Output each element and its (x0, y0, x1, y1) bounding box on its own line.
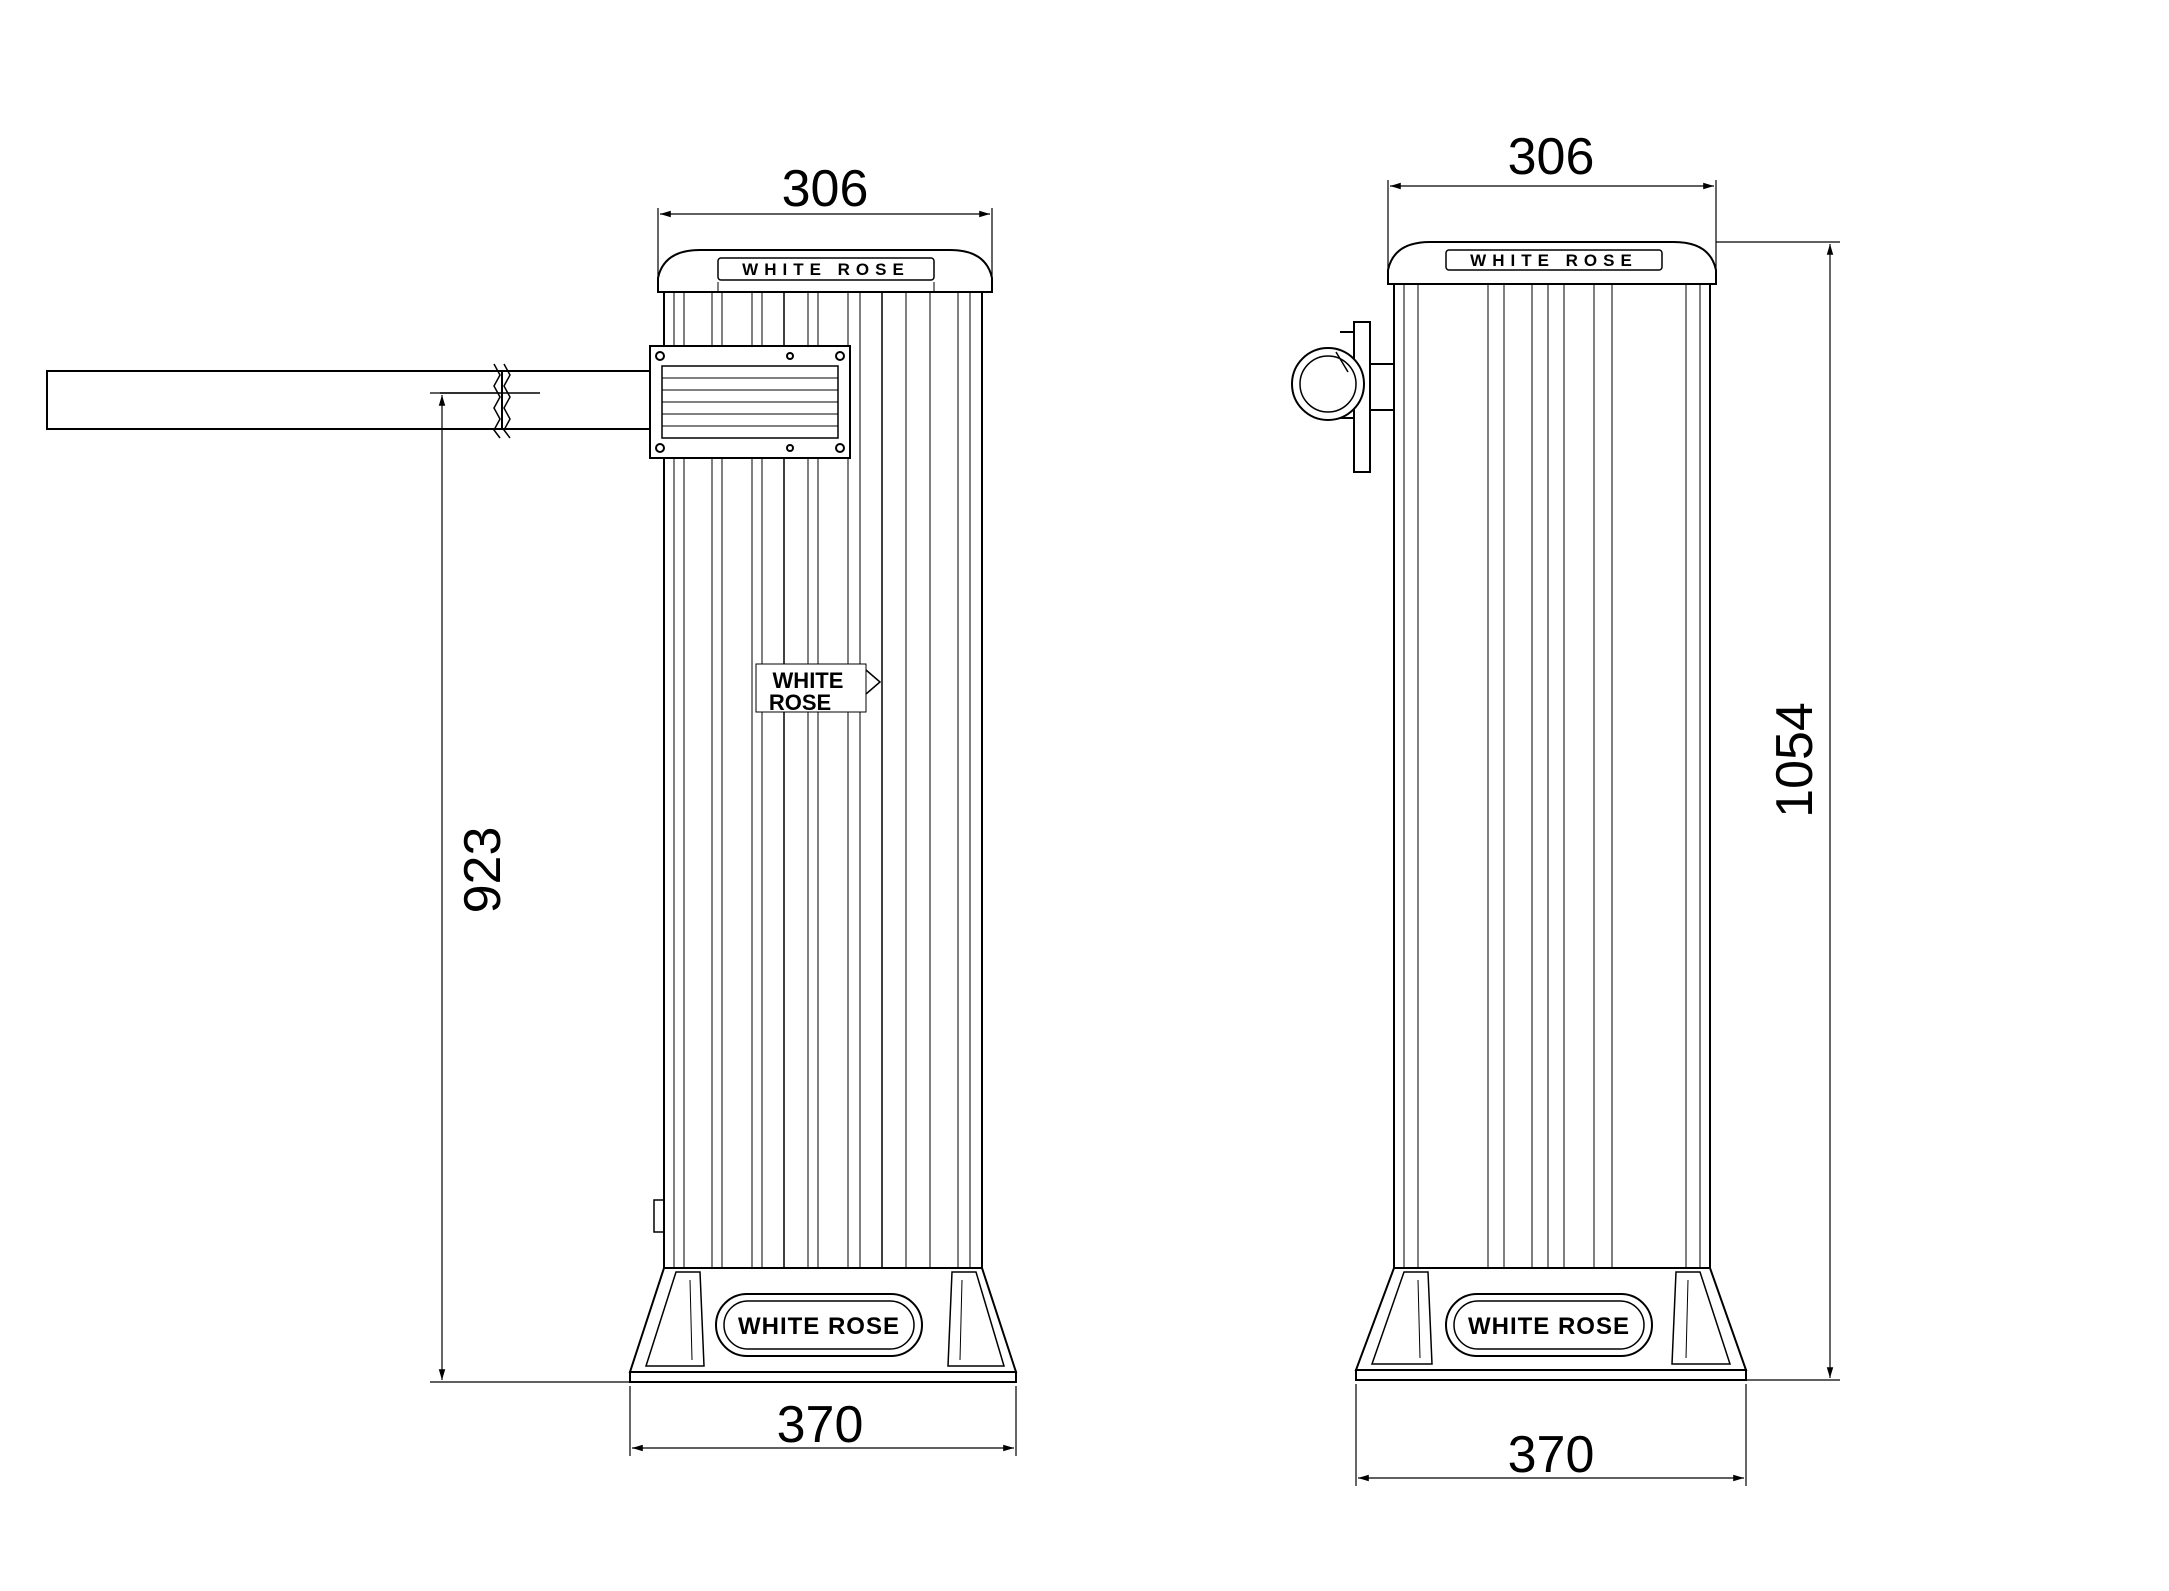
side-cap-label: WHITE ROSE (1470, 251, 1638, 270)
side-total-height: 1054 (1766, 702, 1824, 818)
front-base (628, 1267, 1018, 1383)
side-dimensions (1355, 180, 1840, 1486)
front-base-badge: WHITE ROSE (738, 1313, 900, 1340)
logo-line-1: WHITE (773, 668, 844, 693)
side-base-badge: WHITE ROSE (1468, 1313, 1630, 1340)
side-base-width: 370 (1508, 1426, 1595, 1484)
front-base-width: 370 (777, 1396, 864, 1454)
side-top-cap (1387, 241, 1717, 285)
brand-logo (755, 663, 882, 713)
front-dimensions (430, 208, 1017, 1456)
front-top-cap (657, 249, 993, 293)
front-view (46, 249, 1018, 1383)
side-column (1393, 281, 1711, 1269)
front-arm-height: 923 (454, 827, 512, 914)
side-top-width: 306 (1508, 128, 1595, 186)
logo-line-2: ROSE (769, 690, 831, 715)
side-view (1291, 241, 1748, 1381)
arm-mount-plate (649, 345, 851, 459)
side-arm-bracket (1291, 321, 1395, 473)
front-top-width: 306 (782, 160, 869, 218)
boom-arm (46, 363, 650, 439)
front-cap-label: WHITE ROSE (742, 260, 910, 279)
side-base (1354, 1267, 1748, 1381)
